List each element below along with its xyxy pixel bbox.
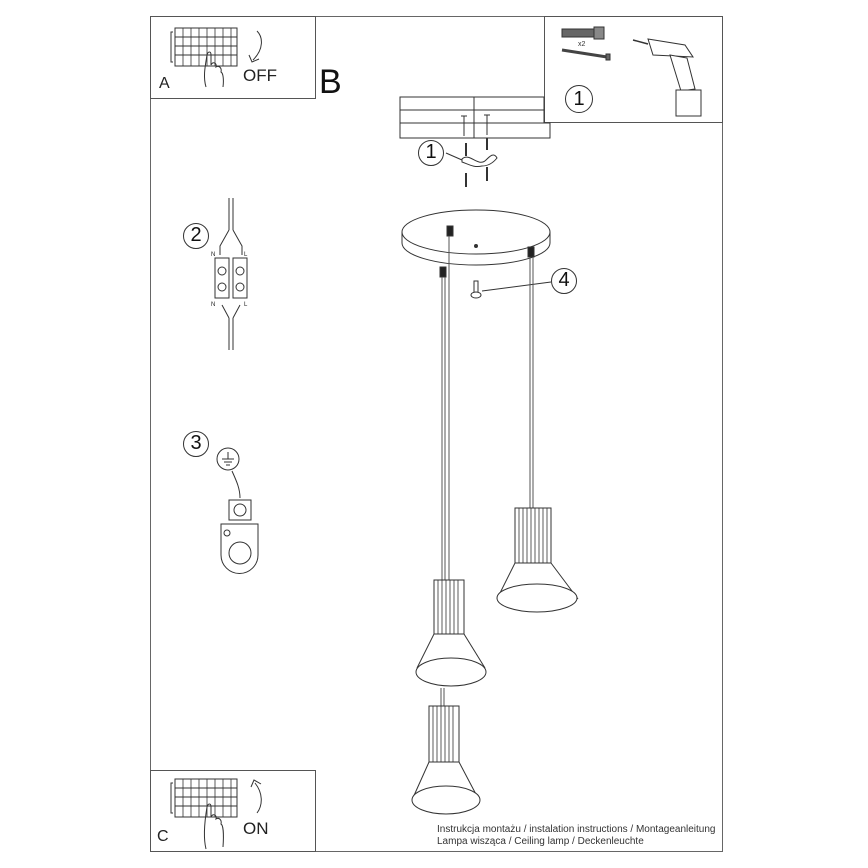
wire-label-n-bottom: N <box>211 302 216 308</box>
footer-line-1: Instrukcja montażu / instalation instruc… <box>437 824 716 835</box>
drill-icon <box>632 38 702 117</box>
canopy-icon <box>401 209 551 266</box>
step-3-grounding: 3 <box>183 431 209 457</box>
tools-panel: 1 <box>544 16 723 123</box>
wiring-connector-icon <box>214 198 248 350</box>
panel-a-switch-off: A OFF <box>150 16 316 99</box>
wire-label-l-bottom: L <box>244 302 248 308</box>
quantity-text: x2 <box>578 41 586 48</box>
pendant-middle <box>415 579 487 687</box>
mounting-bracket-icon <box>445 138 498 187</box>
on-label: ON <box>243 819 269 838</box>
step-4-screw: 4 <box>551 268 577 294</box>
pendant-right <box>496 507 579 613</box>
wire-label-l-top: L <box>244 252 248 258</box>
ceiling-icon <box>399 96 551 139</box>
tools-step-number: 1 <box>565 85 593 113</box>
wire-label-n-top: N <box>211 252 216 258</box>
breaker-off-icon <box>170 27 262 88</box>
screw-icon <box>561 48 611 61</box>
panel-c-switch-on: C ON <box>150 770 316 852</box>
fix-screw-icon <box>470 280 552 299</box>
pendant-bottom <box>411 705 481 815</box>
diagram-frame <box>150 16 723 852</box>
ground-terminal-icon <box>216 447 259 574</box>
step-1-bracket: 1 <box>418 140 444 166</box>
panel-c-letter: C <box>157 828 169 845</box>
cords <box>440 236 534 706</box>
wall-plug-icon <box>561 26 605 40</box>
panel-a-letter: A <box>159 75 170 92</box>
footer-line-2: Lampa wisząca / Ceiling lamp / Deckenleu… <box>437 836 644 847</box>
breaker-on-icon <box>170 778 262 850</box>
step-2-wiring: 2 <box>183 223 209 249</box>
footer-caption: Instrukcja montażu / instalation instruc… <box>437 824 716 848</box>
panel-b-letter: B <box>319 63 342 101</box>
off-label: OFF <box>243 66 277 85</box>
